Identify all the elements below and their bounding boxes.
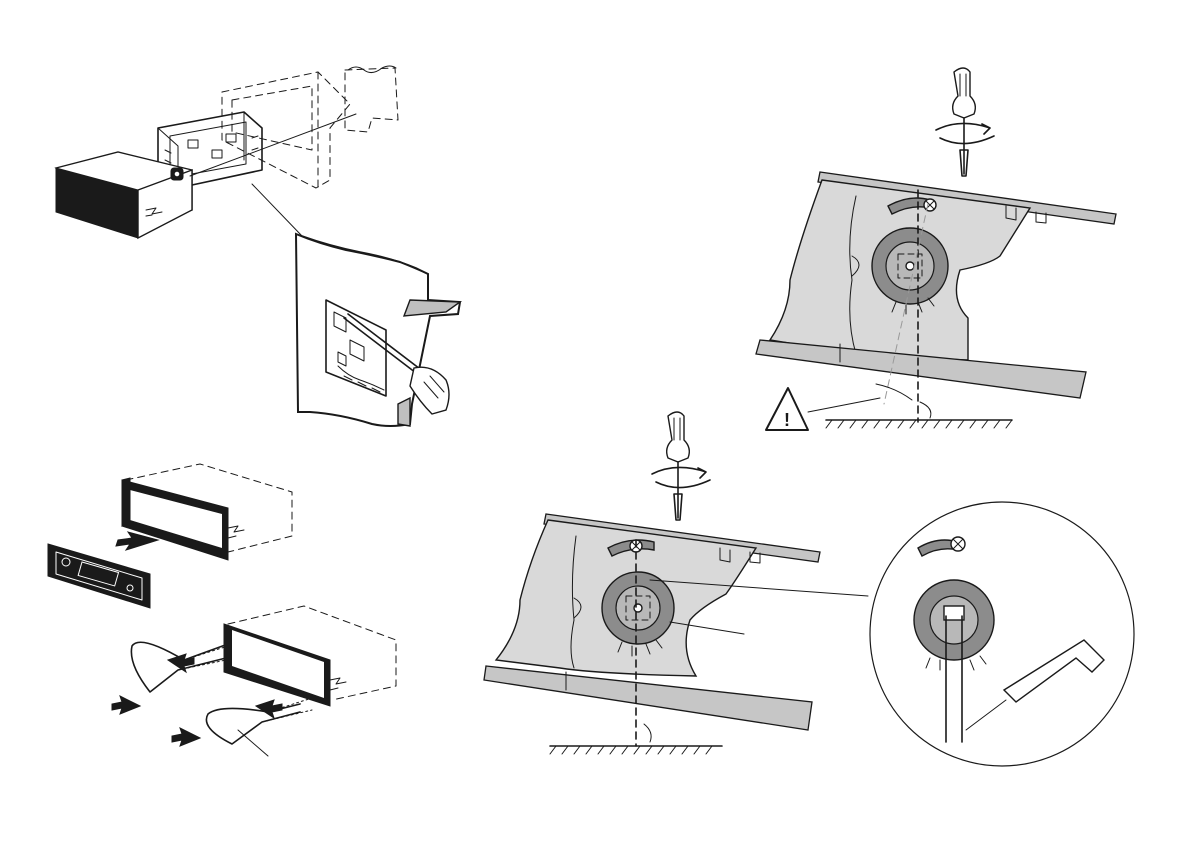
hex-key-icon — [1004, 640, 1104, 702]
front-panel-removal-figure — [48, 464, 292, 608]
tab-bending-figure — [296, 234, 460, 426]
radio-unit — [56, 152, 192, 238]
warning-triangle-icon: ! — [766, 388, 808, 430]
angle-adjust-upper-figure: ! — [756, 68, 1116, 430]
insert-arrow-icon-right — [256, 700, 282, 718]
removal-keys-figure — [112, 606, 396, 756]
detached-faceplate — [48, 544, 150, 608]
pull-arrow-icon-left — [112, 696, 140, 714]
warning-symbol: ! — [784, 410, 790, 430]
rear-bracket — [345, 66, 398, 132]
detail-leader-line — [252, 184, 302, 236]
housing-exploded-figure — [56, 66, 398, 238]
key-leader-line — [238, 730, 268, 756]
warning-leader-line — [808, 398, 880, 412]
detail-magnifier-figure — [870, 502, 1134, 766]
screwdriver-upper — [936, 68, 994, 176]
screwdriver-lower — [652, 412, 710, 520]
mounting-sleeve — [222, 72, 350, 188]
pull-arrow-icon-right — [172, 728, 200, 746]
alignment-axis — [190, 114, 356, 176]
release-key-right — [206, 704, 300, 744]
angle-adjust-lower-figure — [484, 412, 868, 754]
